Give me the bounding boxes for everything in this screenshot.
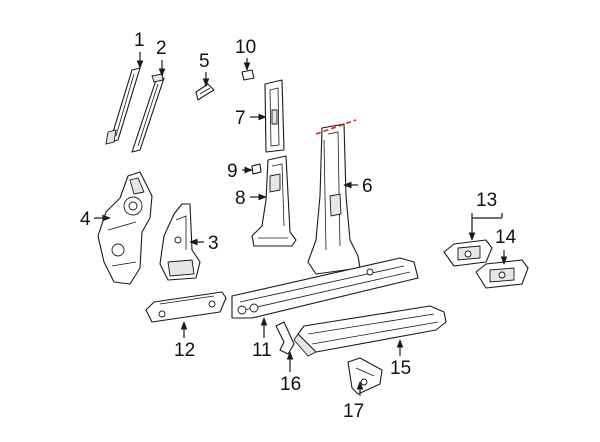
callout-17: 17 [343,401,364,422]
part-14-bracket[interactable] [475,259,529,289]
callout-5: 5 [199,51,210,72]
part-4-hinge-pillar[interactable] [97,171,153,285]
part-15-inner-sill[interactable] [293,305,447,357]
part-1-pillar-trim[interactable] [105,67,141,145]
callout-15: 15 [390,358,411,379]
part-6-center-pillar[interactable] [307,123,361,275]
callout-3: 3 [208,233,219,254]
part-11-rocker-panel[interactable] [231,257,419,319]
callout-10: 10 [235,37,256,58]
cut-line [315,119,357,135]
callout-8: 8 [235,188,246,209]
part-3-kick-panel[interactable] [159,203,201,281]
callout-11: 11 [252,340,272,361]
part-10-clip[interactable] [241,69,255,81]
part-2-pillar-trim[interactable] [131,73,165,153]
callout-16: 16 [280,374,301,395]
callout-14: 14 [495,227,517,248]
callout-4: 4 [80,209,91,230]
callout-2: 2 [156,38,167,59]
part-16-bracket[interactable] [275,321,295,355]
part-5-bracket[interactable] [195,83,215,101]
callout-13: 13 [476,190,497,211]
part-7-b-pillar-upper[interactable] [264,79,285,153]
part-9-clip[interactable] [251,163,262,175]
callout-6: 6 [362,176,373,197]
part-17-bracket[interactable] [347,357,383,395]
callout-9: 9 [227,161,238,182]
part-13-bracket[interactable] [443,239,493,267]
callout-12: 12 [174,340,195,361]
callout-7: 7 [235,108,246,129]
leader-lines [94,52,508,396]
callout-1: 1 [134,30,145,51]
part-12-sill-bracket[interactable] [145,291,227,323]
part-8-b-pillar-lower[interactable] [251,155,297,247]
callout-labels: 1 2 3 4 5 6 7 8 9 10 11 12 13 14 15 16 1… [80,30,517,422]
